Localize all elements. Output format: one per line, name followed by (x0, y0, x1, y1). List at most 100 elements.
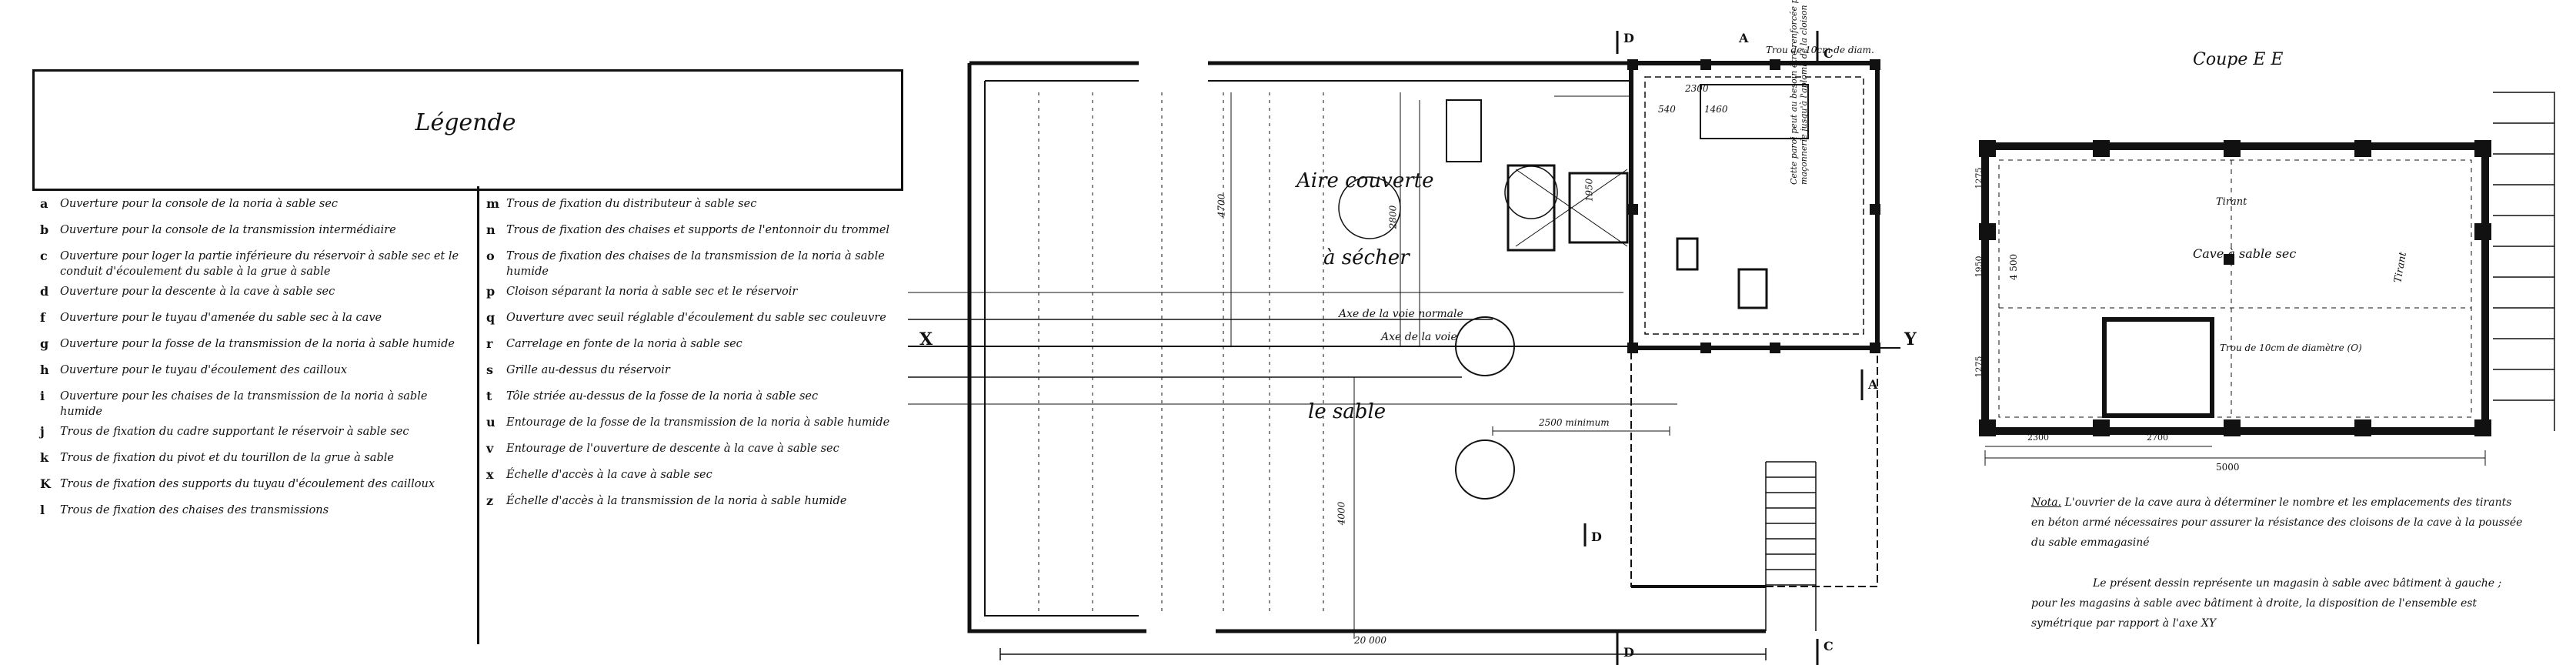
legend-right-column: m Trous de fixation du distributeur à sab… (486, 196, 894, 520)
plan-section-d-bottom: D (1623, 645, 1634, 660)
legend-item-key: c (40, 249, 48, 263)
legend-item-key: r (486, 336, 493, 351)
legend-item-r: r Carrelage en fonte de la noria à sable … (486, 336, 894, 352)
legend-item-key: p (486, 284, 496, 299)
legend-item-text: Ouverture pour la console de la noria à … (60, 198, 339, 210)
legend-item-a: a Ouverture pour la console de la noria à… (40, 196, 471, 212)
legend-item-text: Ouverture pour la descente à la cave à s… (60, 286, 335, 298)
legend-item-p: p Cloison séparant la noria à sable sec e… (486, 284, 894, 299)
legend-item-key: g (40, 336, 49, 351)
legend-item-text: Trous de fixation du pivot et du tourill… (60, 452, 394, 464)
legend-item-f: f Ouverture pour le tuyau d'amenée du sab… (40, 310, 471, 326)
legend-item-key: q (486, 310, 496, 325)
legend-item-text: Échelle d'accès à la transmission de la … (506, 495, 847, 507)
legend-item-key: x (486, 467, 494, 482)
plan-dim-1460: 1460 (1704, 104, 1728, 115)
legend-item-q: q Ouverture avec seuil réglable d'écoulem… (486, 310, 894, 326)
legend-item-key: u (486, 415, 496, 429)
legend-item-text: Échelle d'accès à la cave à sable sec (506, 469, 712, 481)
plan-drawing: Aire couverte à sécher le sable Axe de l… (908, 0, 1970, 665)
legend-item-text: Entourage de l'ouverture de descente à l… (506, 443, 839, 455)
plan-axis-y: Y (1904, 329, 1917, 349)
legend-item-i: i Ouverture pour les chaises de la transm… (40, 389, 471, 419)
legend-item-text: Ouverture avec seuil réglable d'écouleme… (506, 312, 886, 324)
legend-item-text: Entourage de la fosse de la transmission… (506, 416, 890, 429)
legend-item-K: K Trous de fixation des supports du tuyau… (40, 476, 471, 492)
legend-item-h: h Ouverture pour le tuyau d'écoulement de… (40, 363, 471, 378)
legend-item-key: t (486, 389, 492, 403)
plan-axis-x: X (919, 329, 933, 349)
legend-item-k: k Trous de fixation du pivot et du touril… (40, 450, 471, 466)
legend-item-text: Ouverture pour le tuyau d'écoulement des… (60, 364, 348, 376)
plan-axe-voie: Axe de la voie (1381, 331, 1457, 343)
legend-item-key: m (486, 196, 499, 211)
section-dim-1950: 1950 (1974, 256, 1984, 278)
legend-item-text: Grille au-dessus du réservoir (506, 364, 670, 376)
legend-item-text: Trous de fixation des chaises des transm… (60, 504, 329, 516)
section-tirant-1: Tirant (2216, 196, 2247, 208)
legend-item-text: Ouverture pour le tuyau d'amenée du sabl… (60, 312, 382, 324)
legend-item-key: h (40, 363, 49, 377)
plan-trou-label: Trou de 10cm de diam. (1766, 45, 1874, 55)
plan-dim-4700: 4700 (1216, 193, 1227, 218)
legend-item-n: n Trous de fixation des chaises et suppor… (486, 222, 894, 238)
legend-item-key: k (40, 450, 49, 465)
legend-item-d: d Ouverture pour la descente à la cave à … (40, 284, 471, 299)
plan-label-aire-3: le sable (1308, 400, 1386, 423)
legend-item-u: u Entourage de la fosse de la transmissio… (486, 415, 894, 430)
legend-item-text: Trous de fixation des supports du tuyau … (60, 478, 435, 490)
plan-section-c-top: C (1824, 46, 1834, 61)
section-trou-label: Trou de 10cm de diamètre (O) (2220, 343, 2362, 353)
section-dim-1275b: 1275 (1974, 356, 1984, 378)
section-drawing: Coupe E E Cave à sable sec Tirant Tirant… (1970, 31, 2576, 662)
legend-item-key: o (486, 249, 495, 263)
legend-item-text: Ouverture pour les chaises de la transmi… (60, 390, 428, 418)
plan-axe-voie-normale: Axe de la voie normale (1339, 308, 1463, 320)
legend-header-box (32, 69, 903, 191)
legend-item-key: i (40, 389, 45, 403)
legend-item-text: Tôle striée au-dessus de la fosse de la … (506, 390, 819, 403)
section-note-p1: L'ouvrier de la cave aura à déterminer l… (2031, 496, 2523, 549)
legend-item-key: d (40, 284, 49, 299)
plan-dim-20000: 20 000 (1354, 635, 1386, 646)
legend-column-divider (477, 186, 479, 644)
section-dim-2700: 2700 (2147, 433, 2168, 443)
legend-item-text: Carrelage en fonte de la noria à sable s… (506, 338, 742, 350)
legend-left-column: a Ouverture pour la console de la noria à… (40, 196, 471, 529)
legend-item-key: a (40, 196, 48, 211)
plan-dim-2500: 2500 minimum (1539, 417, 1610, 428)
legend-item-t: t Tôle striée au-dessus de la fosse de la… (486, 389, 894, 404)
legend-item-key: K (40, 476, 51, 491)
legend-item-x: x Échelle d'accès à la cave à sable sec (486, 467, 894, 483)
legend-panel: Légende a Ouverture pour la console de la… (32, 69, 903, 647)
legend-item-l: l Trous de fixation des chaises des trans… (40, 503, 471, 518)
legend-item-key: f (40, 310, 45, 325)
legend-item-text: Trous de fixation du cadre supportant le… (60, 426, 409, 438)
legend-item-m: m Trous de fixation du distributeur à sab… (486, 196, 894, 212)
legend-item-text: Trous de fixation des chaises et support… (506, 224, 890, 236)
plan-label-aire-2: à sécher (1323, 246, 1410, 269)
plan-section-c-bottom: C (1824, 639, 1834, 653)
legend-item-z: z Échelle d'accès à la transmission de la… (486, 493, 894, 509)
legend-item-text: Cloison séparant la noria à sable sec et… (506, 286, 798, 298)
legend-item-key: z (486, 493, 494, 508)
legend-item-key: n (486, 222, 496, 237)
section-note-2: Le présent dessin représente un magasin … (2031, 577, 2502, 630)
plan-dim-2800: 2800 (1387, 205, 1399, 229)
legend-item-key: b (40, 222, 49, 237)
legend-item-text: Ouverture pour la fosse de la transmissi… (60, 338, 455, 350)
legend-title: Légende (415, 109, 516, 136)
section-linework (1979, 92, 2555, 466)
section-dim-1275a: 1275 (1974, 167, 1984, 189)
plan-dim-2300: 2300 (1685, 83, 1709, 94)
plan-section-d-mid: D (1591, 530, 1602, 544)
plan-section-a-mid: A (1868, 377, 1878, 392)
legend-item-text: Trous de fixation du distributeur à sabl… (506, 198, 757, 210)
section-note: Nota. L'ouvrier de la cave aura à déterm… (2031, 493, 2524, 553)
section-dim-4500: 4 500 (2008, 253, 2020, 281)
legend-item-key: l (40, 503, 45, 517)
